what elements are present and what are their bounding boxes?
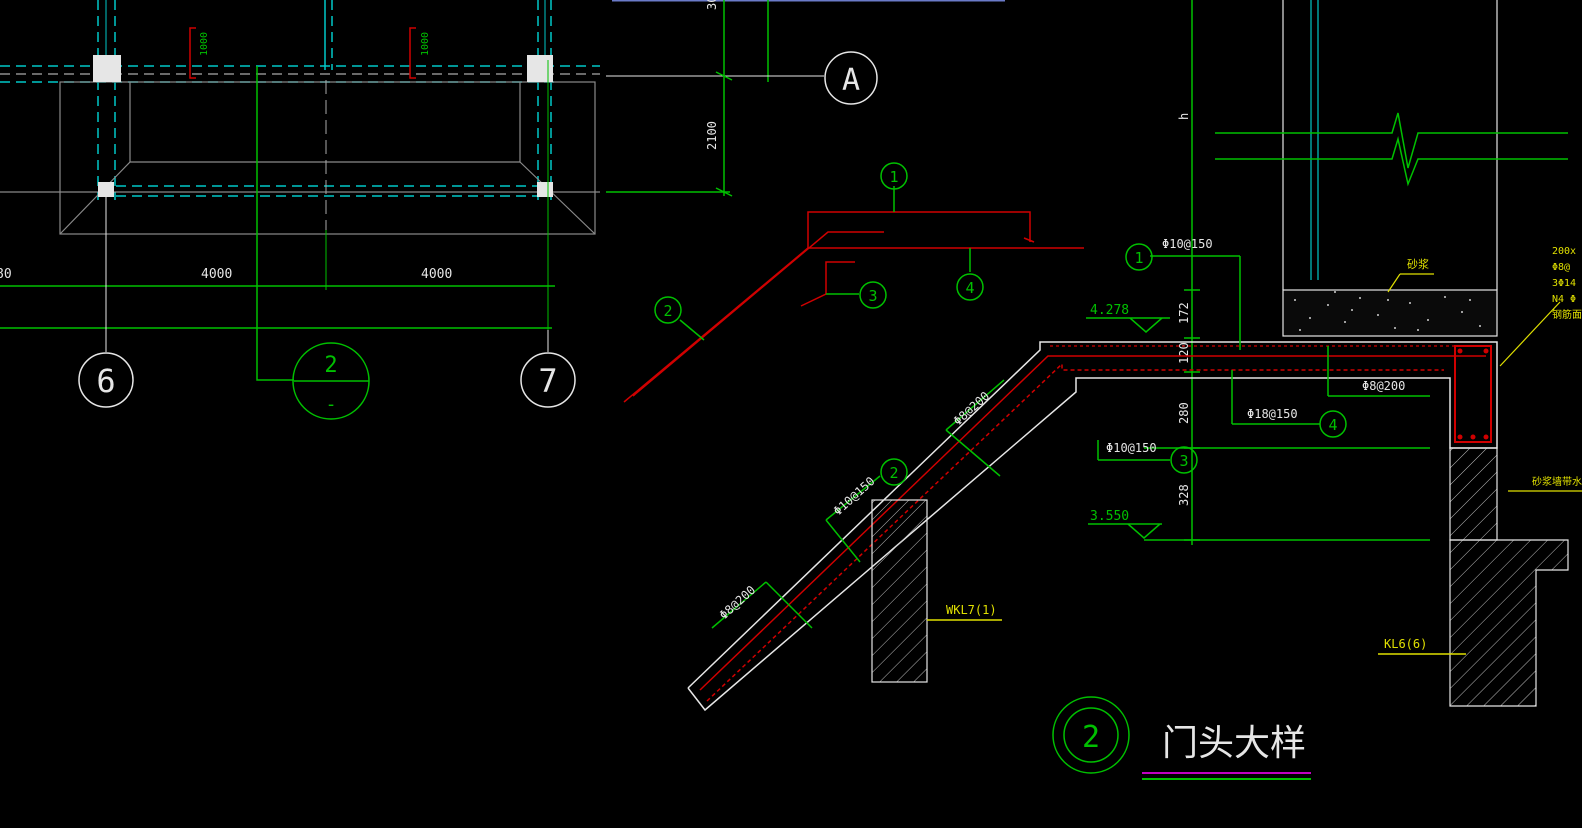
rebar-spec-4: Φ18@150	[1247, 407, 1298, 421]
axis-label: 6	[96, 362, 115, 400]
right-note: N4 Φ	[1552, 294, 1576, 305]
rebar-mark-3	[859, 281, 887, 309]
axis-bubble	[78, 352, 134, 408]
column-block	[93, 55, 121, 82]
column-block	[537, 182, 553, 197]
rebar-spec-2a: Φ8@200	[951, 389, 993, 428]
dim-172: 172	[1177, 302, 1191, 324]
dim-h: h	[1177, 113, 1191, 120]
wall-label: 砂浆	[1407, 257, 1429, 271]
elevation-bottom: 3.550	[1090, 509, 1129, 524]
grid-a-area: 30 2100 A	[606, 0, 1005, 197]
beam-wkl7	[871, 499, 928, 683]
detail-title-text: 门头大样	[1162, 723, 1306, 764]
beam-kl6	[1449, 539, 1569, 707]
beam-label-wkl7: WKL7(1)	[946, 603, 997, 617]
elevation-top: 4.278	[1090, 303, 1129, 318]
rebar-mark-2	[880, 458, 908, 486]
rebar-spec-2b: Φ10@150	[831, 474, 878, 518]
rebar-spec-1: Φ10@150	[1162, 237, 1213, 251]
rebar-mark-label: 1	[1134, 249, 1143, 267]
right-note: Φ8@	[1552, 262, 1570, 273]
grid-a-label: A	[842, 63, 860, 98]
rebar-spec-2c: Φ8@200	[717, 583, 759, 622]
section-ref-number: 2	[324, 353, 337, 378]
opening-mark: 1000	[199, 32, 210, 56]
rebar-spec-top: Φ8@200	[1362, 379, 1405, 393]
span-dim: 4000	[201, 267, 232, 282]
wall-hatch	[1449, 447, 1498, 541]
right-notes: 200x Φ8@ 3Φ14 N4 Φ 钢筋面	[1552, 246, 1582, 321]
rebar-mark-1	[1125, 243, 1153, 271]
right-note: 200x	[1552, 246, 1576, 257]
detail-view: h 172 120 280 328 4.278	[687, 0, 1582, 780]
dim-vertical-top: 30	[705, 0, 719, 10]
beam-label-kl6: KL6(6)	[1384, 637, 1427, 651]
rebar-mark-label: 2	[889, 464, 898, 482]
dim-280: 280	[1177, 402, 1191, 424]
rebar-mark-label: 3	[1179, 452, 1188, 470]
detail-title-bubble	[1052, 696, 1130, 774]
rebar-mark-4	[1319, 410, 1347, 438]
rebar-mark-3	[1170, 446, 1198, 474]
column-block	[527, 55, 553, 82]
grid-a-bubble	[824, 51, 878, 105]
section-ref-sheet: -	[326, 394, 337, 415]
rebar-mark-label: 4	[965, 279, 974, 297]
rebar-mark-label: 3	[868, 287, 877, 305]
rebar-mark-label: 4	[1328, 416, 1337, 434]
dim-328: 328	[1177, 484, 1191, 506]
span-dim: 4000	[421, 267, 452, 282]
rebar-mark-label: 1	[889, 168, 898, 186]
rebar-mark-4	[956, 273, 984, 301]
rebar-mark-2	[654, 296, 682, 324]
span-dim: 80	[0, 267, 12, 282]
rebar-mark-1	[880, 162, 908, 190]
dim-vertical: 2100	[705, 121, 719, 150]
rebar-spec-3: Φ10@150	[1106, 441, 1157, 455]
rebar-mark-label: 2	[663, 302, 672, 320]
screed-band	[1282, 289, 1498, 337]
rebar-schedule: 1 2 3 4	[623, 162, 1084, 403]
axis-bubble	[520, 352, 576, 408]
screed-speckle	[1294, 291, 1481, 331]
right-note: 3Φ14	[1552, 278, 1576, 289]
dim-120: 120	[1177, 342, 1191, 364]
axis-label: 7	[538, 362, 557, 400]
wall-note: 砂浆墙带水泥碎招	[1532, 475, 1582, 488]
detail-title-number: 2	[1082, 720, 1100, 755]
right-note: 钢筋面	[1552, 308, 1582, 321]
column-block	[98, 182, 114, 197]
plan-view: 1000 1000 80 4000 4000 6 7 2 -	[0, 0, 600, 420]
opening-mark: 1000	[420, 32, 431, 56]
edge-beam-rebar	[1454, 345, 1492, 443]
